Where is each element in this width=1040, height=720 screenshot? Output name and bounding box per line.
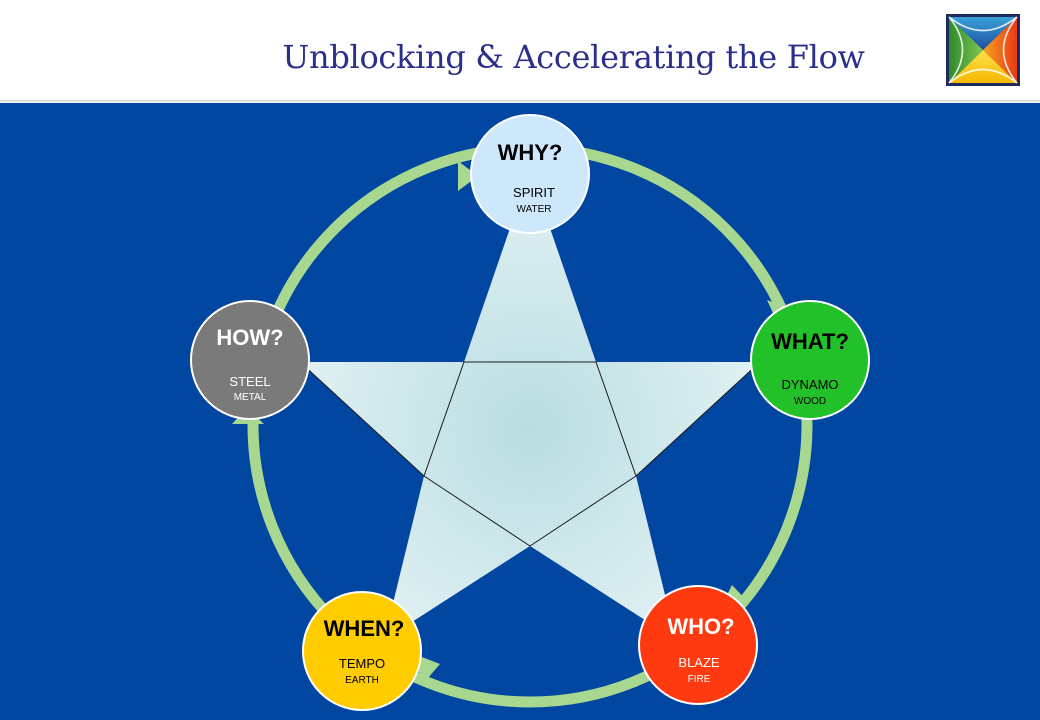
node-how-heading: HOW? (216, 325, 283, 350)
node-how-label: STEEL (229, 374, 270, 389)
node-who-label: BLAZE (678, 655, 720, 670)
node-why-heading: WHY? (498, 140, 563, 165)
node-what-element: WOOD (794, 396, 826, 407)
node-how-element: METAL (234, 392, 267, 403)
pentagram-lines (299, 361, 761, 547)
node-who: WHO? BLAZE FIRE (638, 585, 758, 705)
node-how: HOW? STEEL METAL (190, 300, 310, 420)
pentagram-star (300, 170, 760, 640)
node-when-element: EARTH (345, 675, 379, 686)
node-what-heading: WHAT? (771, 329, 849, 354)
header-divider (0, 100, 1040, 103)
node-why-label: SPIRIT (513, 185, 555, 200)
node-when-heading: WHEN? (324, 616, 405, 641)
node-why-element: WATER (517, 204, 552, 215)
node-who-heading: WHO? (667, 614, 734, 639)
node-when: WHEN? TEMPO EARTH (302, 591, 422, 711)
arrowhead-icon (458, 161, 478, 191)
node-what: WHAT? DYNAMO WOOD (750, 300, 870, 420)
node-what-label: DYNAMO (781, 377, 838, 392)
quadrant-logo-icon (946, 14, 1020, 86)
page-title: Unblocking & Accelerating the Flow (282, 38, 865, 76)
header-bar (0, 0, 1040, 100)
node-who-element: FIRE (688, 674, 711, 685)
node-when-label: TEMPO (339, 656, 385, 671)
node-why: WHY? SPIRIT WATER (470, 114, 590, 234)
